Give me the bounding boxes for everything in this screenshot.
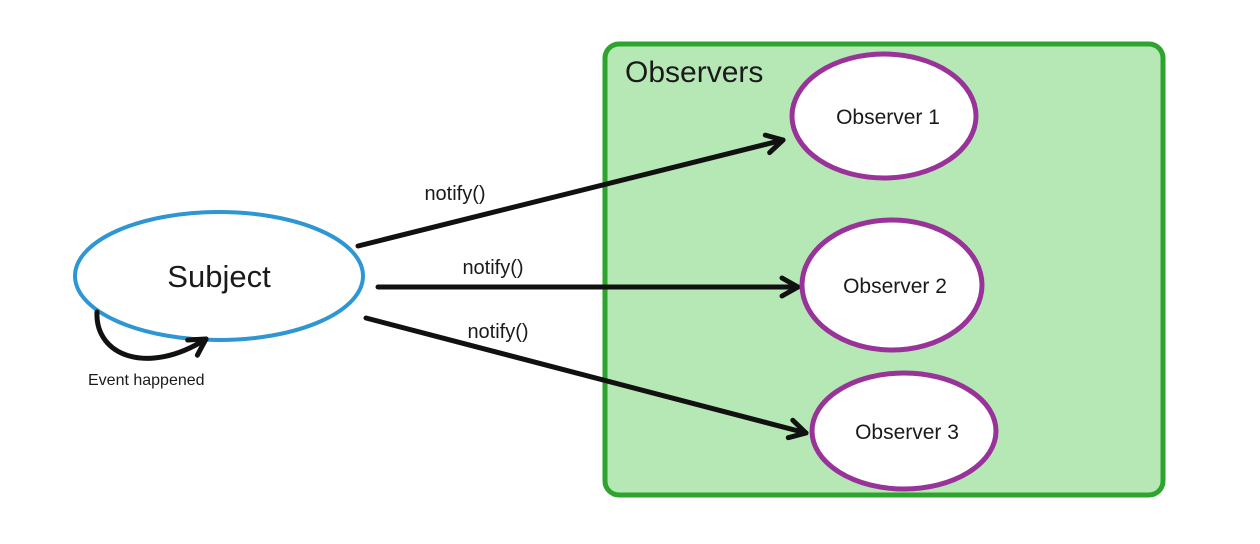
observer-2-ellipse bbox=[799, 217, 985, 353]
notify-arrow-3 bbox=[363, 315, 809, 441]
observer-1-label: Observer 1 bbox=[836, 106, 940, 129]
subject-ellipse bbox=[73, 210, 365, 342]
notify-label-3: notify() bbox=[467, 321, 528, 343]
observer-2-label: Observer 2 bbox=[843, 275, 947, 298]
notify-label-1: notify() bbox=[424, 183, 485, 205]
observer-1-ellipse bbox=[789, 51, 979, 181]
notify-arrow-1 bbox=[355, 132, 786, 249]
observer-3-ellipse bbox=[809, 370, 999, 492]
event-loop-arrow bbox=[94, 309, 209, 361]
observers-group-title: Observers bbox=[625, 56, 763, 89]
event-label: Event happened bbox=[88, 372, 205, 389]
observer-3-label: Observer 3 bbox=[855, 421, 959, 444]
notify-label-2: notify() bbox=[462, 257, 523, 279]
subject-label: Subject bbox=[167, 259, 271, 294]
